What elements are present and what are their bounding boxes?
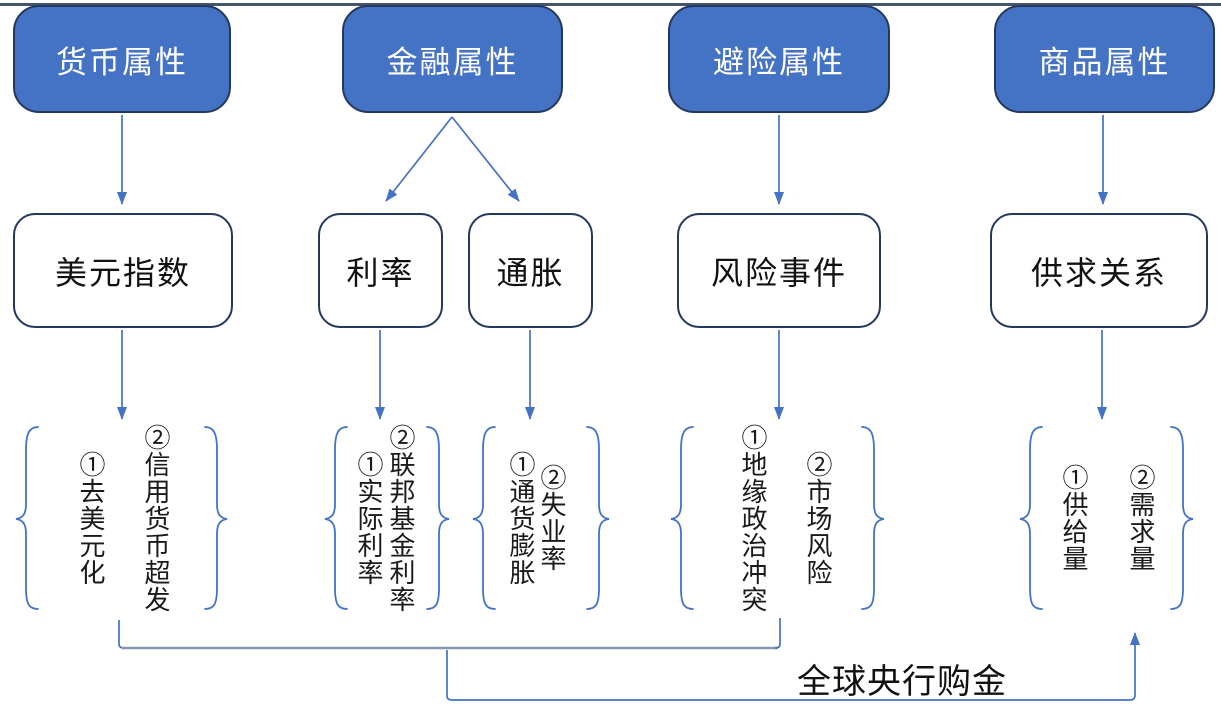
node-safehaven-attribute: 避险属性 — [668, 5, 890, 113]
right-brace-group4 — [861, 426, 885, 610]
node-label: 金融属性 — [386, 44, 519, 80]
left-brace-group1 — [15, 426, 39, 610]
arrow-financial-to-interest-rate — [385, 116, 453, 202]
connector-central-bank-to-demand — [446, 632, 1140, 701]
node-label: 供求关系 — [1030, 254, 1167, 291]
connector-left-stub — [118, 620, 125, 649]
node-interest-rate: 利率 — [318, 213, 443, 328]
right-brace-group3 — [586, 426, 610, 610]
list-item-demand-volume: ②需求量 — [1125, 464, 1156, 572]
list-item-unemployment-rate: ②失业率 — [536, 464, 567, 572]
node-label: 利率 — [346, 254, 415, 291]
list-item-supply-volume: ①供给量 — [1058, 464, 1089, 572]
left-brace-group2 — [324, 426, 348, 610]
connector-right-stub — [774, 618, 781, 649]
right-brace-group5 — [1170, 426, 1194, 610]
list-item-de-dollarization: ①去美元化 — [75, 450, 106, 586]
list-item-market-risk: ②市场风险 — [802, 450, 833, 586]
left-brace-group3 — [472, 426, 496, 610]
left-brace-group4 — [670, 426, 694, 610]
right-brace-group1 — [204, 426, 228, 610]
node-commodity-attribute: 商品属性 — [994, 5, 1215, 113]
node-label: 货币属性 — [56, 44, 188, 80]
node-monetary-attribute: 货币属性 — [13, 5, 231, 113]
list-item-inflation: ①通货膨胀 — [505, 450, 536, 586]
node-label: 美元指数 — [54, 254, 191, 291]
node-financial-attribute: 金融属性 — [342, 5, 563, 113]
left-brace-group5 — [1019, 426, 1043, 610]
node-label: 商品属性 — [1038, 44, 1171, 80]
list-item-credit-money-overissue: ②信用货币超发 — [140, 423, 171, 613]
list-item-real-interest-rate: ①实际利率 — [353, 450, 384, 586]
top-divider-line — [0, 3, 1221, 6]
node-label: 避险属性 — [713, 44, 845, 80]
right-brace-group2 — [426, 426, 450, 610]
central-bank-gold-purchase-label: 全球央行购金 — [797, 663, 1007, 701]
list-item-fed-funds-rate: ②联邦基金利率 — [385, 423, 416, 613]
node-label: 风险事件 — [710, 254, 847, 291]
node-label: 通胀 — [496, 254, 565, 291]
node-dollar-index: 美元指数 — [13, 213, 233, 328]
node-supply-demand: 供求关系 — [990, 213, 1208, 328]
node-risk-events: 风险事件 — [677, 213, 881, 328]
arrow-financial-to-inflation — [451, 116, 520, 202]
list-item-geopolitical-conflict: ①地缘政治冲突 — [737, 423, 768, 613]
node-inflation: 通胀 — [468, 213, 593, 328]
